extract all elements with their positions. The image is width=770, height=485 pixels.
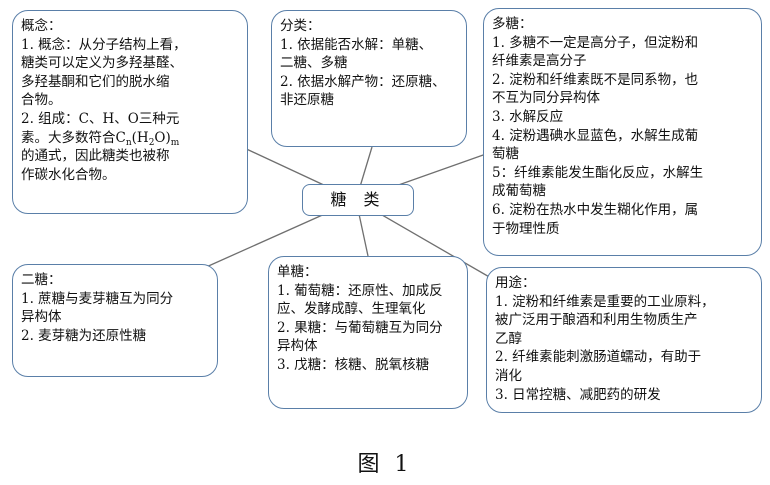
monosaccharide-line: 1. 葡萄糖：还原性、加成反 <box>277 282 443 299</box>
polysaccharide-title: 多糖： <box>492 16 533 32</box>
classification-line: 二糖、多糖 <box>280 55 348 72</box>
classification-box: 分类： 1. 依据能否水解：单糖、 二糖、多糖 2. 依据水解产物：还原糖、 非… <box>271 10 467 147</box>
classification-line: 2. 依据水解产物：还原糖、 <box>280 73 446 90</box>
uses-line: 2. 纤维素能刺激肠道蠕动，有助于 <box>495 349 702 366</box>
monosaccharide-line: 3. 戊糖：核糖、脱氧核糖 <box>277 356 430 373</box>
polysaccharide-line: 1. 多糖不一定是高分子，但淀粉和 <box>492 34 699 51</box>
uses-line: 消化 <box>495 367 522 384</box>
polysaccharide-box: 多糖： 1. 多糖不一定是高分子，但淀粉和 纤维素是高分子 2. 淀粉和纤维素既… <box>483 8 762 256</box>
uses-line: 被广泛用于酿酒和利用生物质生产 <box>495 312 698 329</box>
uses-line: 3. 日常控糖、减肥药的研发 <box>495 386 661 403</box>
disaccharide-line: 异构体 <box>21 309 62 326</box>
concept-line: 的通式，因此糖类也被称 <box>21 148 170 165</box>
polysaccharide-line: 3. 水解反应 <box>492 108 564 125</box>
disaccharide-box: 二糖： 1. 蔗糖与麦芽糖互为同分 异构体 2. 麦芽糖为还原性糖 <box>12 264 218 377</box>
polysaccharide-line: 成葡萄糖 <box>492 183 546 200</box>
concept-formula-line: 素。大多数符合Cn(H2O)m <box>21 129 239 148</box>
uses-line: 1. 淀粉和纤维素是重要的工业原料， <box>495 293 715 310</box>
polysaccharide-line: 2. 淀粉和纤维素既不是同系物，也 <box>492 71 699 88</box>
classification-line: 非还原糖 <box>280 92 334 109</box>
polysaccharide-line: 不互为同分异构体 <box>492 90 600 107</box>
disaccharide-line: 1. 蔗糖与麦芽糖互为同分 <box>21 290 174 307</box>
polysaccharide-line: 5：纤维素能发生酯化反应，水解生 <box>492 164 704 181</box>
figure-caption: 图 1 <box>357 452 413 477</box>
concept-line: 合物。 <box>21 92 62 109</box>
concept-line: 素。大多数符合 <box>21 129 116 146</box>
concept-box: 概念： 1. 概念：从分子结构上看， 糖类可以定义为多羟基醛、 多羟基酮和它们的… <box>12 10 248 214</box>
monosaccharide-box: 单糖： 1. 葡萄糖：还原性、加成反 应、发酵成醇、生理氧化 2. 果糖：与葡萄… <box>268 256 468 409</box>
concept-line: 1. 概念：从分子结构上看， <box>21 36 187 53</box>
monosaccharide-line: 异构体 <box>277 338 318 355</box>
polysaccharide-line: 于物理性质 <box>492 220 560 237</box>
polysaccharide-line: 6. 淀粉在热水中发生糊化作用，属 <box>492 201 699 218</box>
monosaccharide-title: 单糖： <box>277 264 318 280</box>
monosaccharide-line: 2. 果糖：与葡萄糖互为同分 <box>277 319 443 336</box>
uses-line: 乙醇 <box>495 330 522 347</box>
polysaccharide-line: 萄糖 <box>492 146 519 163</box>
concept-line: 糖类可以定义为多羟基醛、 <box>21 55 183 72</box>
monosaccharide-line: 应、发酵成醇、生理氧化 <box>277 301 426 318</box>
concept-line: 作碳水化合物。 <box>21 166 116 183</box>
classification-title: 分类： <box>280 18 321 34</box>
classification-line: 1. 依据能否水解：单糖、 <box>280 36 433 53</box>
concept-title: 概念： <box>21 18 62 34</box>
general-formula: Cn(H2O)m <box>115 129 180 148</box>
disaccharide-title: 二糖： <box>21 272 62 288</box>
polysaccharide-line: 4. 淀粉遇碘水显蓝色，水解生成葡 <box>492 127 699 144</box>
polysaccharide-line: 纤维素是高分子 <box>492 53 587 70</box>
uses-box: 用途： 1. 淀粉和纤维素是重要的工业原料， 被广泛用于酿酒和利用生物质生产 乙… <box>486 267 762 413</box>
uses-title: 用途： <box>495 275 536 291</box>
center-node: 糖 类 <box>302 184 414 216</box>
concept-line: 2. 组成：C、H、O三种元 <box>21 110 180 127</box>
concept-line: 多羟基酮和它们的脱水缩 <box>21 73 170 90</box>
disaccharide-line: 2. 麦芽糖为还原性糖 <box>21 327 147 344</box>
